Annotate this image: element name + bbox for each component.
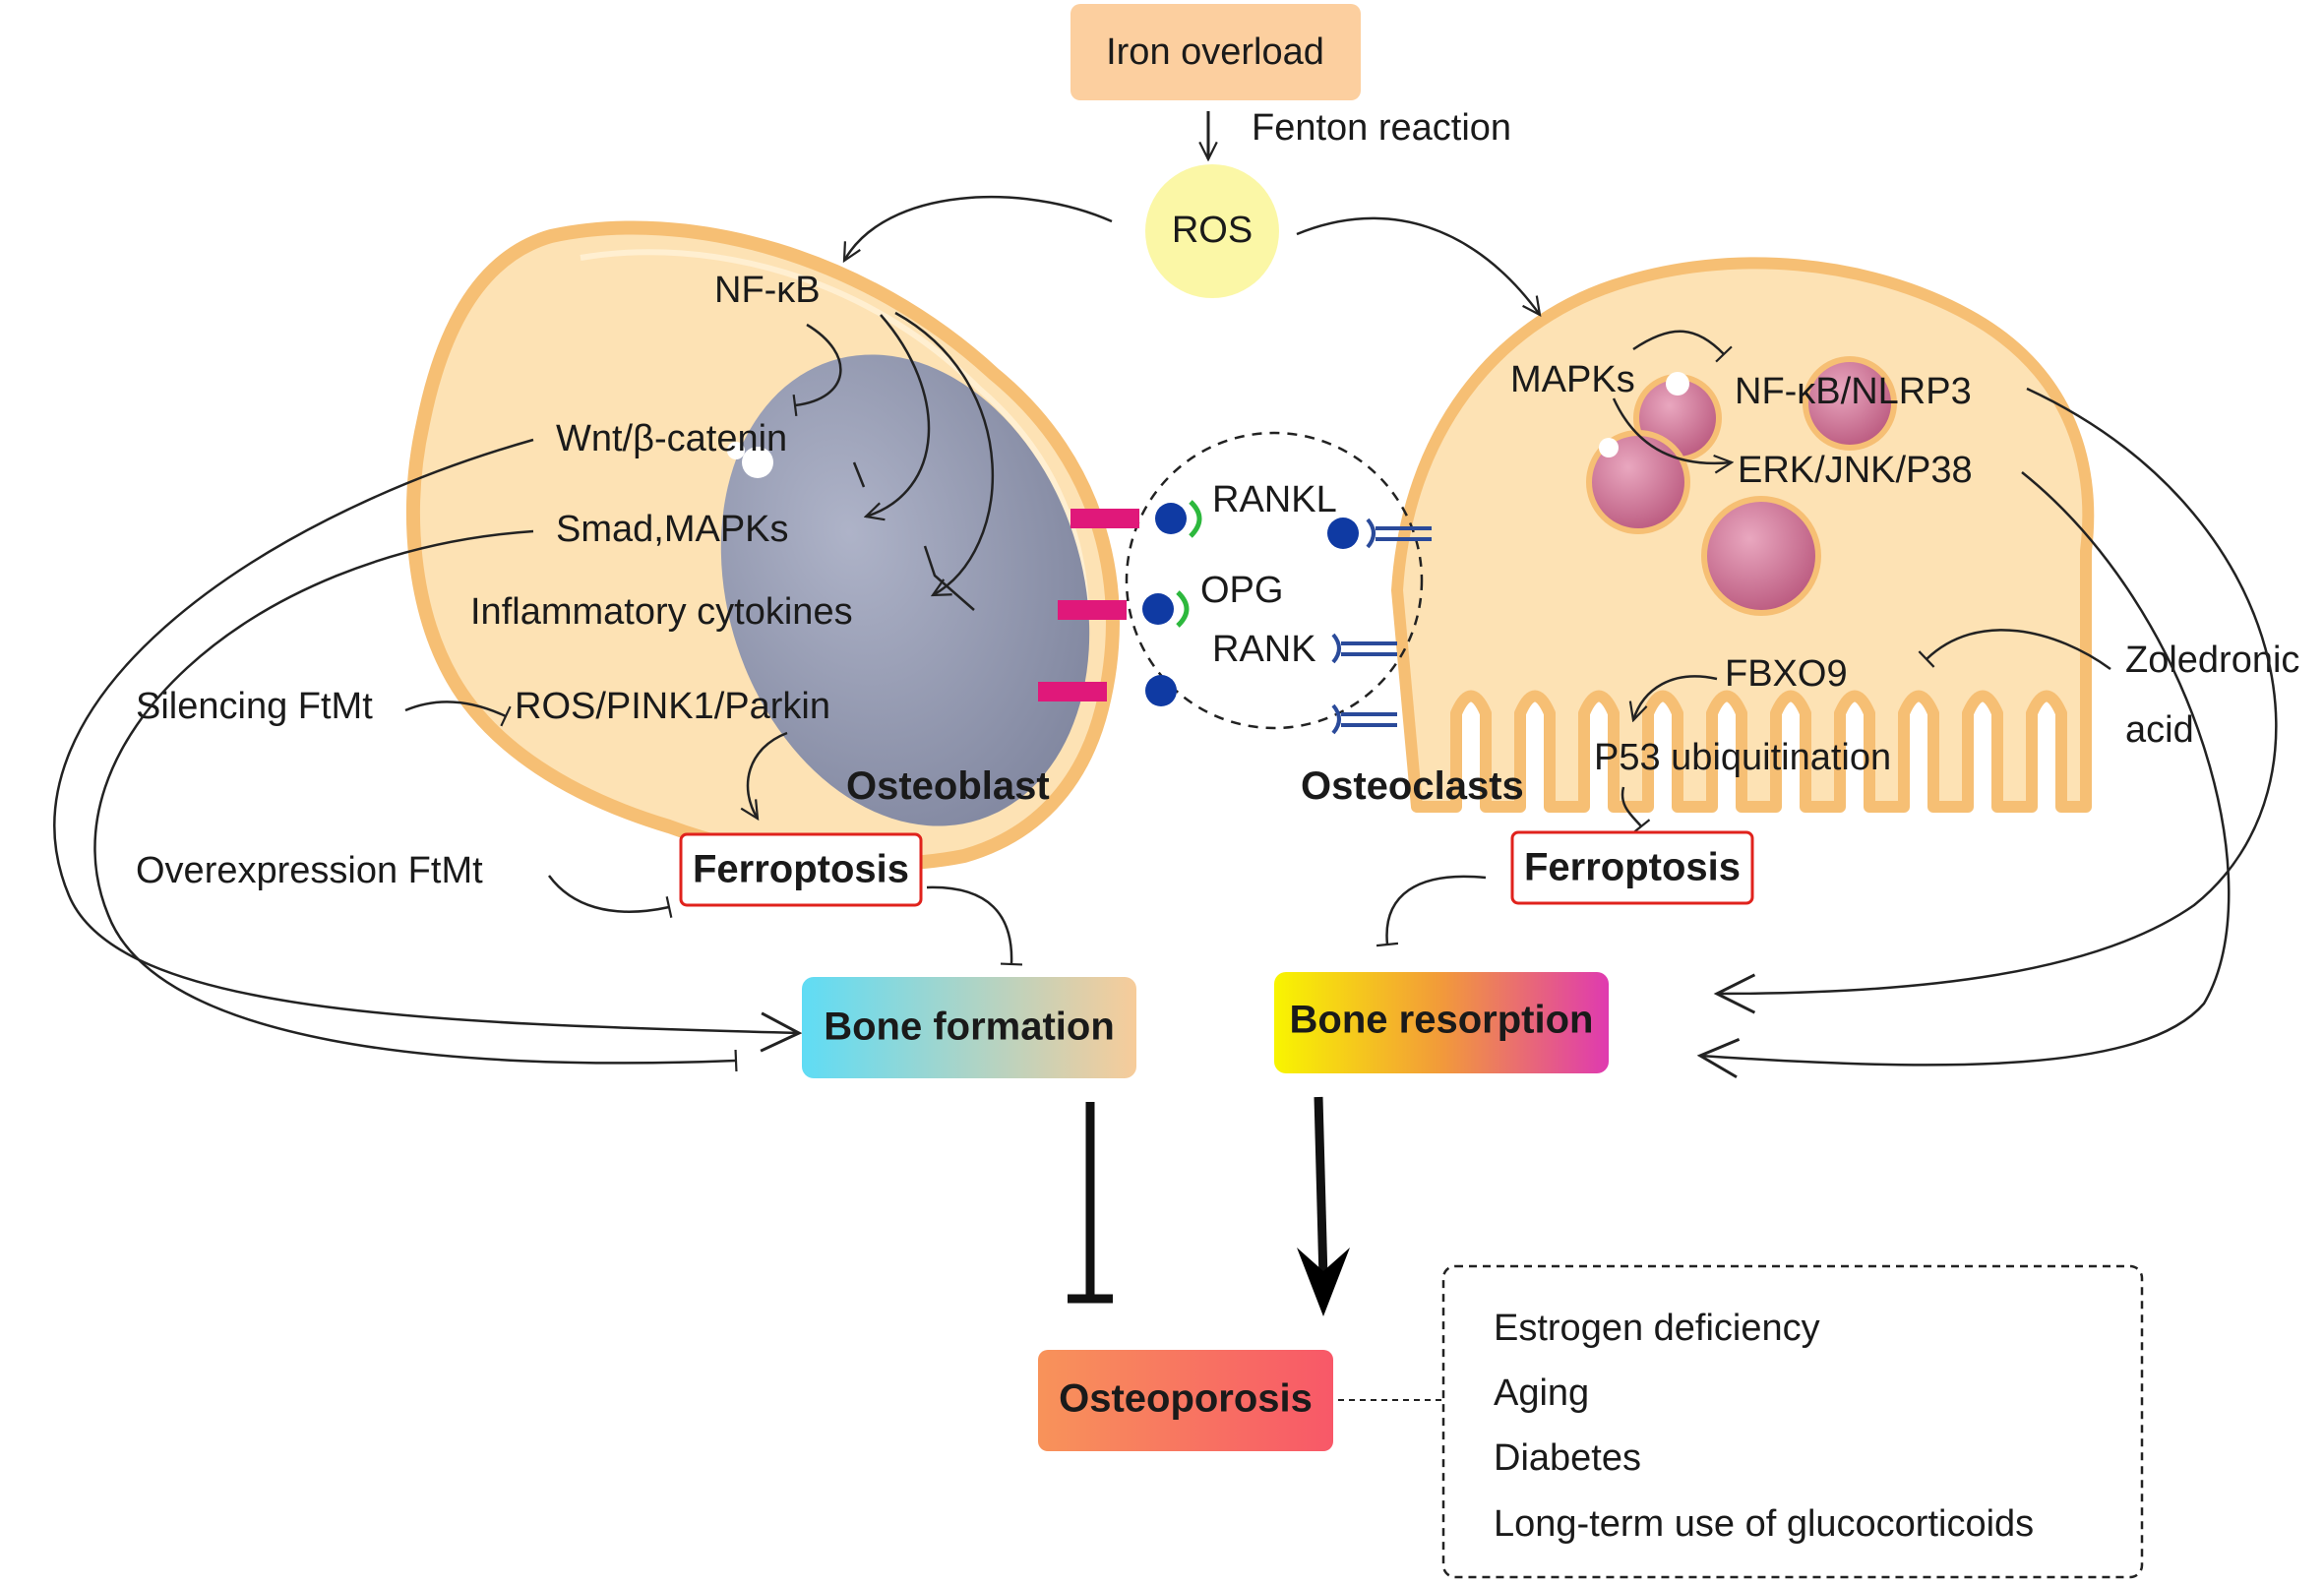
smad-to-formation-arc [93, 529, 738, 1072]
risk-factors-box [1441, 1264, 2144, 1579]
vacuole [1586, 430, 1690, 534]
oc-ferroptosis-box [1510, 830, 1754, 905]
ob-nfkb: NF-κB [714, 270, 821, 311]
risk-factor: Estrogen deficiency [1494, 1308, 1820, 1349]
opg-ligand [1155, 503, 1187, 534]
rank-ligand [1327, 518, 1359, 549]
vacuole [1701, 496, 1821, 616]
iron-overload-label: Iron overload [1106, 31, 1324, 73]
osteoblast-nucleus [720, 354, 1090, 826]
zoledronic-inhibit [1918, 629, 2111, 671]
osteoporosis-label: Osteoporosis [1059, 1377, 1313, 1421]
bone-resorption-label: Bone resorption [1290, 999, 1594, 1042]
rank-label: RANK [1212, 629, 1316, 670]
pink1-to-ferroptosis [748, 731, 788, 819]
opg-ligand [1145, 675, 1177, 706]
rankl-bar [1038, 682, 1107, 701]
oc-zoledronic-2: acid [2125, 709, 2194, 751]
bone-formation-label: Bone formation [824, 1006, 1115, 1049]
ob-cytokines: Inflammatory cytokines [470, 591, 853, 633]
ob-silencing: Silencing FtMt [136, 686, 373, 727]
osteoblast-cell [406, 220, 1120, 872]
ob-smad: Smad,MAPKs [556, 509, 789, 550]
nfkb-to-cytokines [894, 311, 995, 595]
opg-label: OPG [1200, 570, 1283, 611]
bone-formation-box [802, 977, 1136, 1078]
rank-receptor [1331, 518, 1432, 735]
risk-factor: Diabetes [1494, 1437, 1641, 1479]
opg-receptor [1176, 590, 1190, 628]
ob-overexpression: Overexpression FtMt [136, 850, 483, 891]
rankl-bar [1070, 509, 1139, 528]
nfkb-to-smad [866, 314, 931, 517]
erk-to-resorption-arc [1696, 471, 2231, 1079]
oc-nfkb-nlrp3: NF-κB/NLRP3 [1735, 371, 1972, 412]
rankl-label: RANKL [1212, 479, 1337, 520]
oc-zoledronic-1: Zoledronic [2125, 640, 2299, 681]
nlrp3-to-resorption-arc [1713, 387, 2278, 1014]
osteoporosis-box [1038, 1350, 1333, 1451]
osteoclast-cell [1391, 257, 2095, 813]
oc-erk: ERK/JNK/P38 [1738, 450, 1973, 491]
ob-ferroptosis-inhibit [926, 885, 1023, 966]
p53-to-ferroptosis [1621, 786, 1651, 834]
resorption-promote-head [1297, 1248, 1350, 1316]
risk-factor: Long-term use of glucocorticoids [1494, 1503, 2034, 1545]
fbxo9-to-p53 [1633, 675, 1718, 720]
iron-overload-box [1070, 4, 1361, 100]
rankl-bar [1058, 600, 1127, 620]
vacuole [1803, 356, 1897, 451]
oc-p53: P53 ubiquitination [1594, 737, 1891, 778]
ob-ros-pink: ROS/PINK1/Parkin [515, 686, 830, 727]
overexpression-inhibit [547, 875, 673, 918]
nfkb-to-wnt [792, 323, 842, 417]
nfkb-tick-2 [923, 545, 975, 611]
wnt-to-formation-arc [53, 438, 803, 1053]
ob-name: Osteoblast [846, 764, 1050, 808]
oc-mapks: MAPKs [1510, 359, 1635, 400]
ob-wnt: Wnt/β-catenin [556, 418, 787, 459]
oc-name: Osteoclasts [1301, 764, 1524, 808]
nfkb-tick-1 [852, 461, 866, 488]
ros-to-osteoclast-arrow [1296, 216, 1540, 315]
risk-factor: Aging [1494, 1372, 1589, 1414]
oc-ferroptosis-inhibit [1376, 875, 1487, 947]
opg-ligand [1142, 593, 1174, 625]
oc-ferroptosis-label: Ferroptosis [1524, 846, 1741, 889]
mapks-to-erk [1612, 397, 1732, 463]
bone-resorption-box [1274, 972, 1609, 1073]
fenton-label: Fenton reaction [1252, 107, 1511, 149]
resorption-promote-line [1314, 1096, 1328, 1280]
ros-label: ROS [1172, 210, 1253, 251]
silencing-arrow [404, 701, 512, 727]
rankl-opg-circle [1125, 431, 1424, 730]
ob-ferroptosis-label: Ferroptosis [693, 848, 909, 891]
ob-ferroptosis-box [679, 832, 923, 907]
oc-fbxo9: FBXO9 [1725, 653, 1848, 695]
ros-to-osteoblast-arrow [844, 196, 1113, 261]
ros-circle [1145, 164, 1279, 298]
opg-receptor [1189, 500, 1202, 538]
mapks-to-nfkb [1632, 330, 1733, 363]
